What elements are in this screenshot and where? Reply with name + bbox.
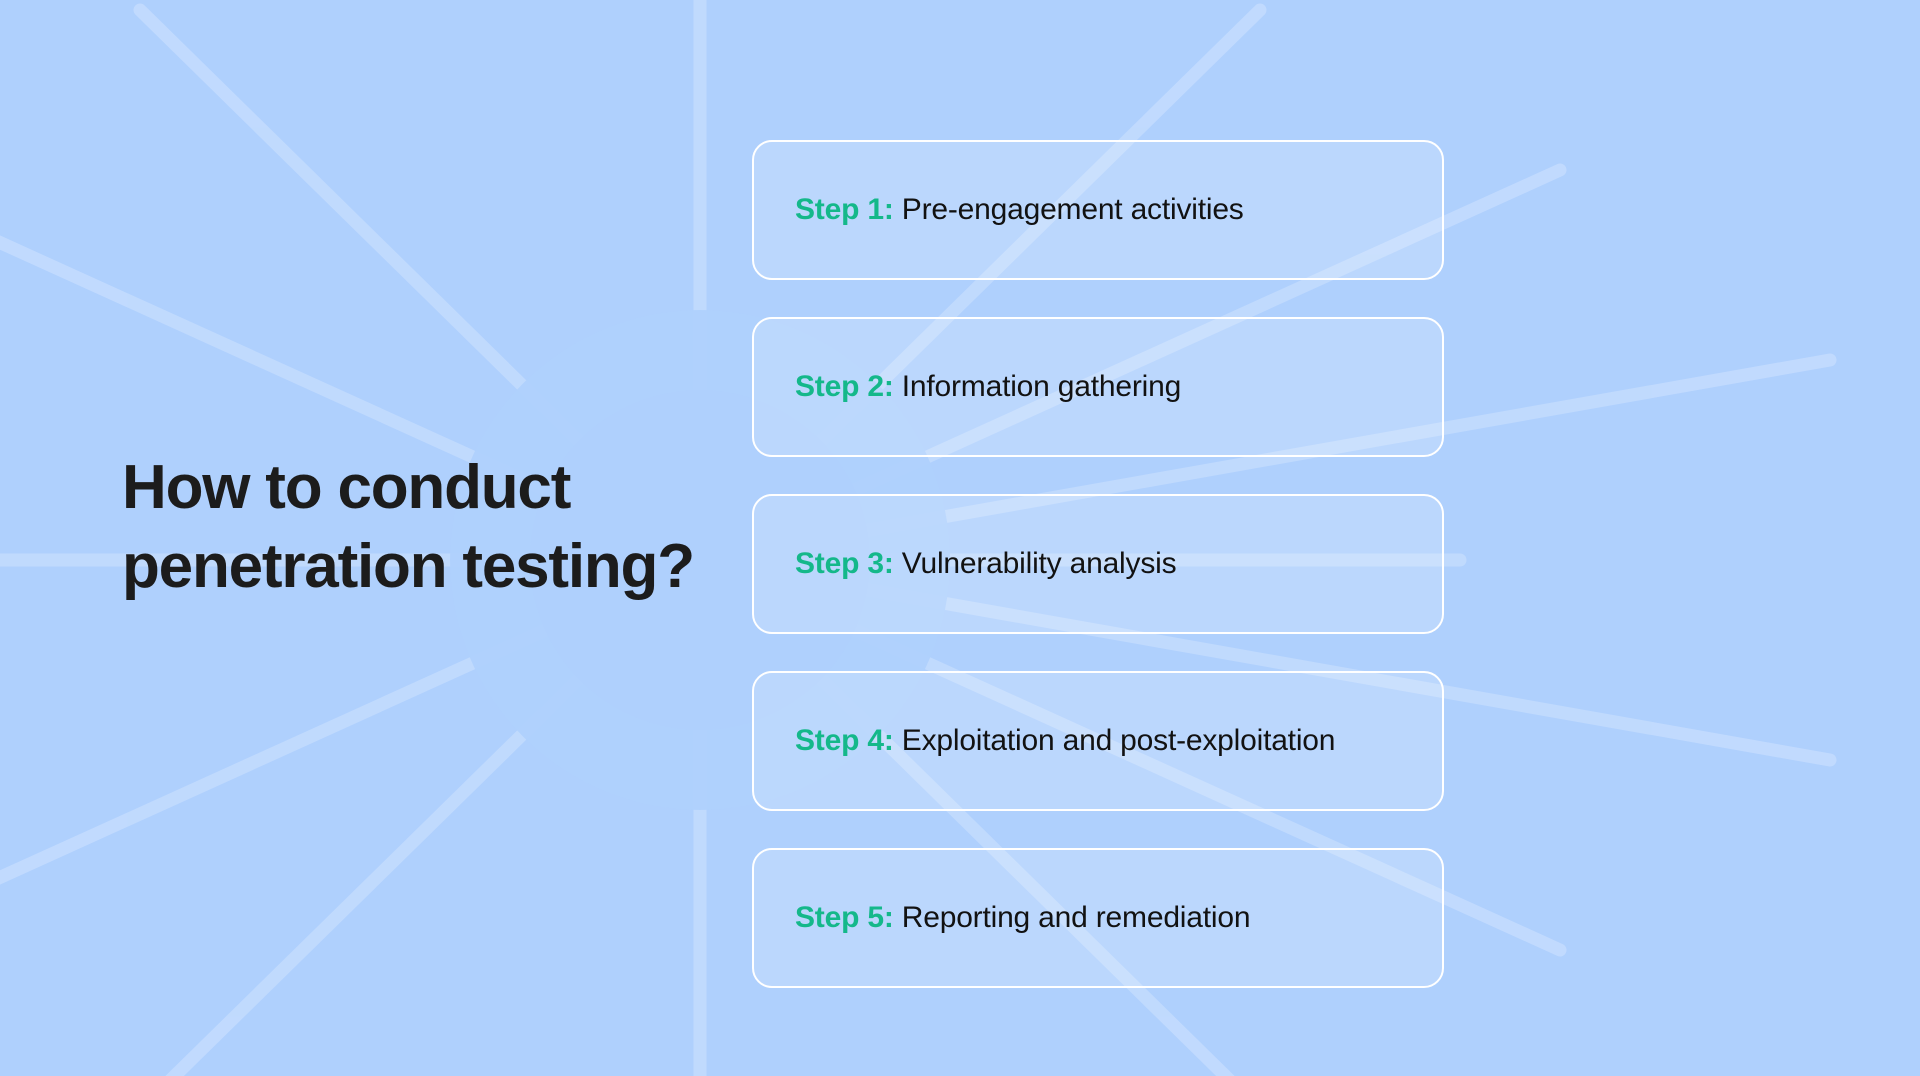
- step-label-2: Step 2:: [795, 370, 894, 403]
- step-card-4[interactable]: Step 4: Exploitation and post-exploitati…: [752, 671, 1444, 811]
- step-card-3[interactable]: Step 3: Vulnerability analysis: [752, 494, 1444, 634]
- step-description-3: Vulnerability analysis: [901, 547, 1177, 580]
- page-title-line-1: How to conduct: [122, 453, 571, 522]
- step-label-5: Step 5:: [795, 901, 894, 934]
- step-description-5: Reporting and remediation: [901, 901, 1251, 934]
- step-label-3: Step 3:: [795, 547, 894, 580]
- step-text-1: Step 1: Pre-engagement activities: [795, 192, 1244, 228]
- step-card-2[interactable]: Step 2: Information gathering: [752, 317, 1444, 457]
- step-text-3: Step 3: Vulnerability analysis: [795, 546, 1177, 582]
- steps-list: Step 1: Pre-engagement activities Step 2…: [752, 140, 1444, 988]
- step-card-5[interactable]: Step 5: Reporting and remediation: [752, 848, 1444, 988]
- step-description-4: Exploitation and post-exploitation: [901, 724, 1336, 757]
- step-description-1: Pre-engagement activities: [901, 193, 1244, 226]
- step-card-1[interactable]: Step 1: Pre-engagement activities: [752, 140, 1444, 280]
- step-description-2: Information gathering: [901, 370, 1182, 403]
- page-title: How to conduct penetration testing?: [122, 448, 742, 607]
- page-title-line-2: penetration testing?: [122, 532, 695, 602]
- step-label-4: Step 4:: [795, 724, 894, 757]
- step-text-5: Step 5: Reporting and remediation: [795, 900, 1251, 936]
- step-text-2: Step 2: Information gathering: [795, 369, 1181, 405]
- step-label-1: Step 1:: [795, 193, 894, 226]
- step-text-4: Step 4: Exploitation and post-exploitati…: [795, 723, 1335, 759]
